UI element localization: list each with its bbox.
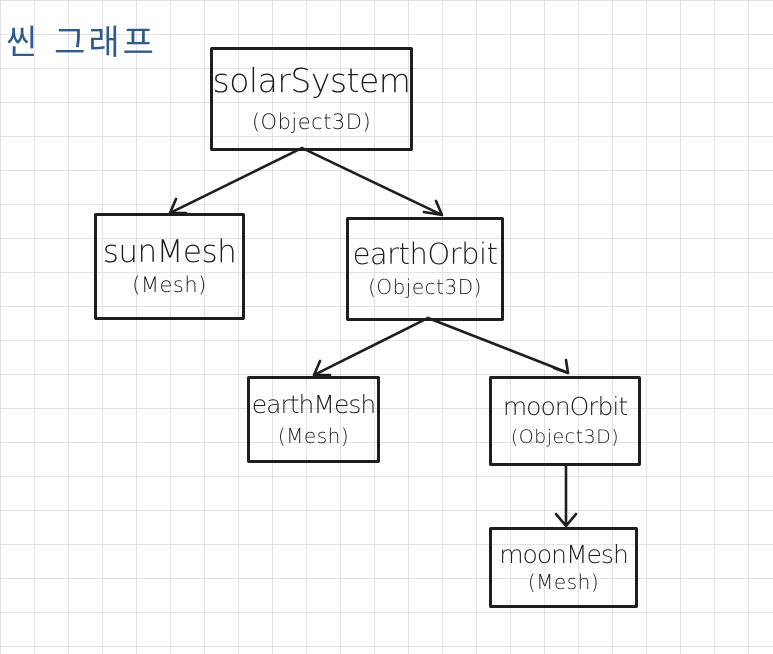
node-sunmesh: sunMesh (Mesh): [94, 213, 245, 320]
node-type: (Mesh): [277, 424, 350, 449]
node-name: sunMesh: [102, 233, 237, 270]
page-title: 씬 그래프: [6, 23, 157, 63]
arrowhead-icon: [168, 197, 188, 215]
node-solarsystem: solarSystem (Object3D): [210, 47, 413, 151]
edge-solarsystem-sunmesh: [168, 146, 304, 215]
node-earthorbit: earthOrbit (Object3D): [346, 217, 504, 321]
arrowhead-icon: [554, 512, 578, 528]
node-type: (Object3D): [510, 426, 620, 449]
node-name: moonOrbit: [502, 391, 628, 421]
node-name: earthMesh: [251, 389, 376, 419]
edge-earthorbit-earthmesh: [312, 316, 430, 377]
edge-line: [426, 316, 568, 374]
node-moonmesh: moonMesh (Mesh): [489, 527, 638, 608]
edge-moonorbit-moonmesh: [554, 464, 578, 528]
edge-line: [300, 146, 442, 216]
edge-line: [170, 146, 304, 214]
node-moonorbit: moonOrbit (Object3D): [489, 376, 641, 466]
node-name: earthOrbit: [352, 237, 498, 272]
node-type: (Mesh): [132, 272, 207, 297]
edge-line: [314, 316, 430, 376]
node-type: (Object3D): [251, 109, 372, 134]
node-type: (Object3D): [368, 274, 482, 299]
node-name: solarSystem: [212, 61, 411, 101]
arrowhead-icon: [552, 358, 570, 375]
node-type: (Mesh): [527, 570, 600, 595]
node-name: moonMesh: [499, 539, 629, 569]
arrowhead-icon: [312, 359, 332, 377]
edge-earthorbit-moonorbit: [426, 316, 570, 375]
edge-solarsystem-earthorbit: [300, 146, 444, 217]
arrowhead-icon: [422, 199, 444, 217]
node-earthmesh: earthMesh (Mesh): [247, 376, 380, 463]
